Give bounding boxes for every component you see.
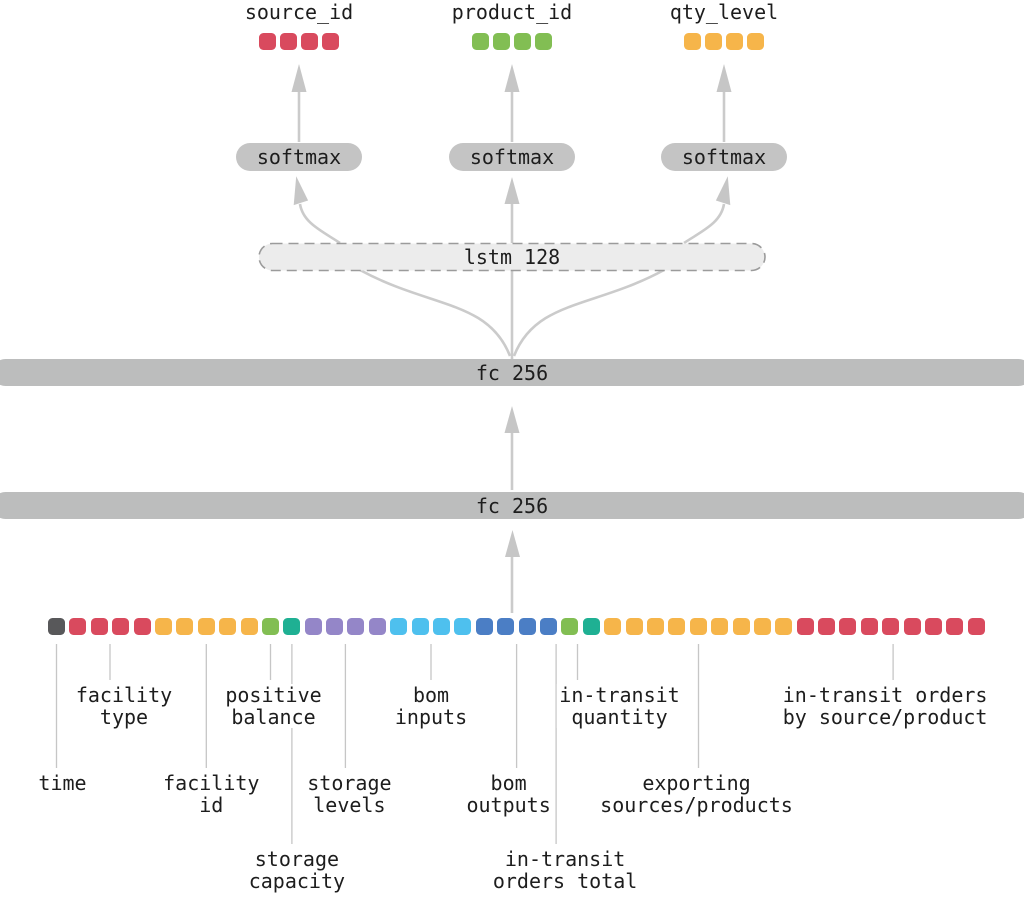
fc-layer-top: fc 256	[0, 359, 1024, 386]
input-unit-square	[69, 618, 87, 635]
softmax-layer: softmax	[661, 143, 787, 171]
input-unit-square	[454, 618, 472, 635]
feature-label: exporting sources/products	[597, 772, 796, 816]
output-arrows	[297, 90, 726, 142]
lstm-layer: lstm 128	[463, 245, 561, 269]
output-unit-square	[535, 33, 552, 50]
output-unit-row	[259, 33, 339, 50]
input-unit-square	[732, 618, 750, 635]
input-unit-square	[497, 618, 515, 635]
feature-label: positive balance	[222, 684, 325, 728]
input-unit-square	[689, 618, 707, 635]
output-unit-row	[684, 33, 764, 50]
input-unit-square	[133, 618, 151, 635]
input-unit-square	[176, 618, 194, 635]
output-arrowheads	[291, 64, 732, 92]
output-unit-square	[726, 33, 743, 50]
input-unit-square	[240, 618, 258, 635]
output-head-label: source_id	[244, 0, 354, 24]
input-unit-square	[604, 618, 622, 635]
output-head-label: product_id	[451, 0, 573, 24]
input-unit-square	[90, 618, 108, 635]
output-unit-square	[514, 33, 531, 50]
input-unit-square	[411, 618, 429, 635]
input-unit-square	[796, 618, 814, 635]
input-unit-square	[304, 618, 322, 635]
fc-to-fc-arrow	[504, 406, 520, 490]
input-unit-square	[561, 618, 579, 635]
output-unit-row	[472, 33, 552, 50]
input-unit-square	[882, 618, 900, 635]
input-unit-square	[967, 618, 985, 635]
lstm-to-softmax-arrowheads	[293, 176, 731, 206]
input-unit-square	[753, 618, 771, 635]
feature-label: facility id	[160, 772, 263, 816]
input-unit-square	[112, 618, 130, 635]
input-unit-square	[219, 618, 237, 635]
input-unit-square	[283, 618, 301, 635]
output-unit-square	[493, 33, 510, 50]
output-unit-square	[472, 33, 489, 50]
output-unit-square	[259, 33, 276, 50]
fc-layer-bottom: fc 256	[0, 492, 1024, 519]
input-unit-square	[818, 618, 836, 635]
lstm-to-softmax-arrows	[298, 203, 726, 245]
feature-label: storage levels	[304, 772, 395, 816]
input-unit-square	[625, 618, 643, 635]
feature-label: bom inputs	[391, 684, 471, 728]
input-unit-square	[368, 618, 386, 635]
input-unit-square	[326, 618, 344, 635]
lstm-fanin-curves	[359, 266, 665, 360]
input-unit-square	[48, 618, 65, 635]
feature-leader-lines	[55, 644, 894, 844]
input-unit-square	[582, 618, 600, 635]
feature-label: in-transit quantity	[556, 684, 683, 728]
feature-label: facility type	[72, 684, 176, 728]
output-unit-square	[684, 33, 701, 50]
input-unit-square	[839, 618, 857, 635]
output-unit-square	[280, 33, 297, 50]
input-unit-square	[518, 618, 536, 635]
input-unit-square	[775, 618, 793, 635]
input-unit-square	[347, 618, 365, 635]
input-unit-square	[946, 618, 964, 635]
input-unit-square	[261, 618, 279, 635]
input-vector	[48, 618, 985, 635]
input-unit-square	[860, 618, 878, 635]
feature-label: in-transit orders by source/product	[779, 684, 991, 728]
input-unit-square	[154, 618, 172, 635]
output-unit-square	[705, 33, 722, 50]
output-head-label: qty_level	[669, 0, 779, 24]
input-to-fc-arrow	[505, 530, 520, 613]
output-unit-square	[322, 33, 339, 50]
input-unit-square	[646, 618, 664, 635]
lstm-box-outline	[258, 242, 766, 272]
input-unit-square	[390, 618, 408, 635]
feature-label: time	[35, 772, 90, 794]
input-unit-square	[539, 618, 557, 635]
input-unit-square	[668, 618, 686, 635]
feature-label: bom outputs	[463, 772, 554, 816]
softmax-layer: softmax	[449, 143, 575, 171]
input-unit-square	[197, 618, 215, 635]
input-unit-square	[475, 618, 493, 635]
input-unit-square	[925, 618, 943, 635]
feature-label: storage capacity	[245, 848, 349, 892]
input-unit-square	[433, 618, 451, 635]
input-unit-square	[711, 618, 729, 635]
feature-label: in-transit orders total	[489, 848, 641, 892]
output-unit-square	[301, 33, 318, 50]
input-unit-square	[903, 618, 921, 635]
softmax-layer: softmax	[236, 143, 362, 171]
output-unit-square	[747, 33, 764, 50]
